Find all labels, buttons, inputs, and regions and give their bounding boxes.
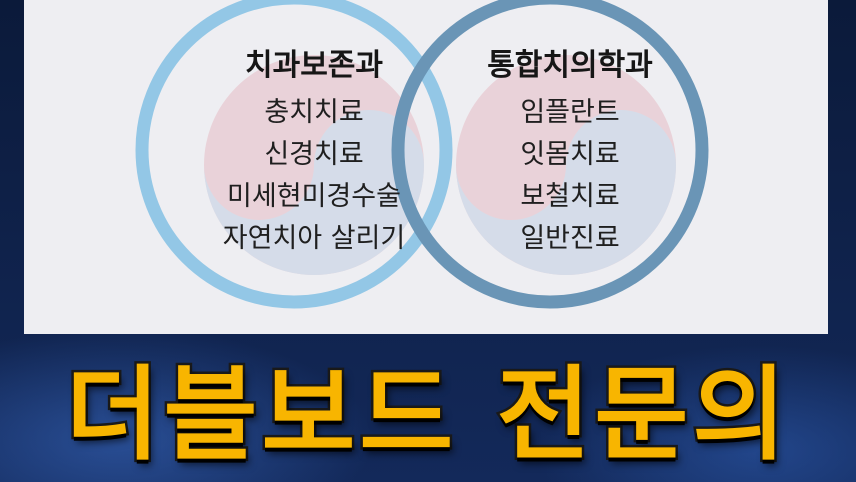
venn-diagram <box>135 0 709 309</box>
content-panel: 치과보존과 충치치료 신경치료 미세현미경수술 자연치아 살리기 통합치의학과 … <box>24 0 828 334</box>
right-item: 잇몸치료 <box>520 139 620 170</box>
left-column-title: 치과보존과 <box>245 48 383 83</box>
right-item: 임플란트 <box>520 97 620 128</box>
left-item: 미세현미경수술 <box>227 181 401 212</box>
headline-banner: 더블보드 전문의 <box>0 350 856 482</box>
right-circle <box>391 0 709 309</box>
right-item: 보철치료 <box>520 181 620 212</box>
left-item: 충치치료 <box>264 97 364 128</box>
taeguk-watermark-right <box>456 55 676 275</box>
headline-text: 더블보드 전문의 <box>63 354 791 478</box>
left-column: 치과보존과 충치치료 신경치료 미세현미경수술 자연치아 살리기 <box>194 44 434 260</box>
taeguk-watermark-left <box>204 55 424 275</box>
left-item: 자연치아 살리기 <box>222 223 406 254</box>
left-item: 신경치료 <box>264 139 364 170</box>
left-circle <box>135 0 453 309</box>
right-column-title: 통합치의학과 <box>487 48 653 83</box>
right-item: 일반진료 <box>520 223 620 254</box>
right-column: 통합치의학과 임플란트 잇몸치료 보철치료 일반진료 <box>450 44 690 260</box>
